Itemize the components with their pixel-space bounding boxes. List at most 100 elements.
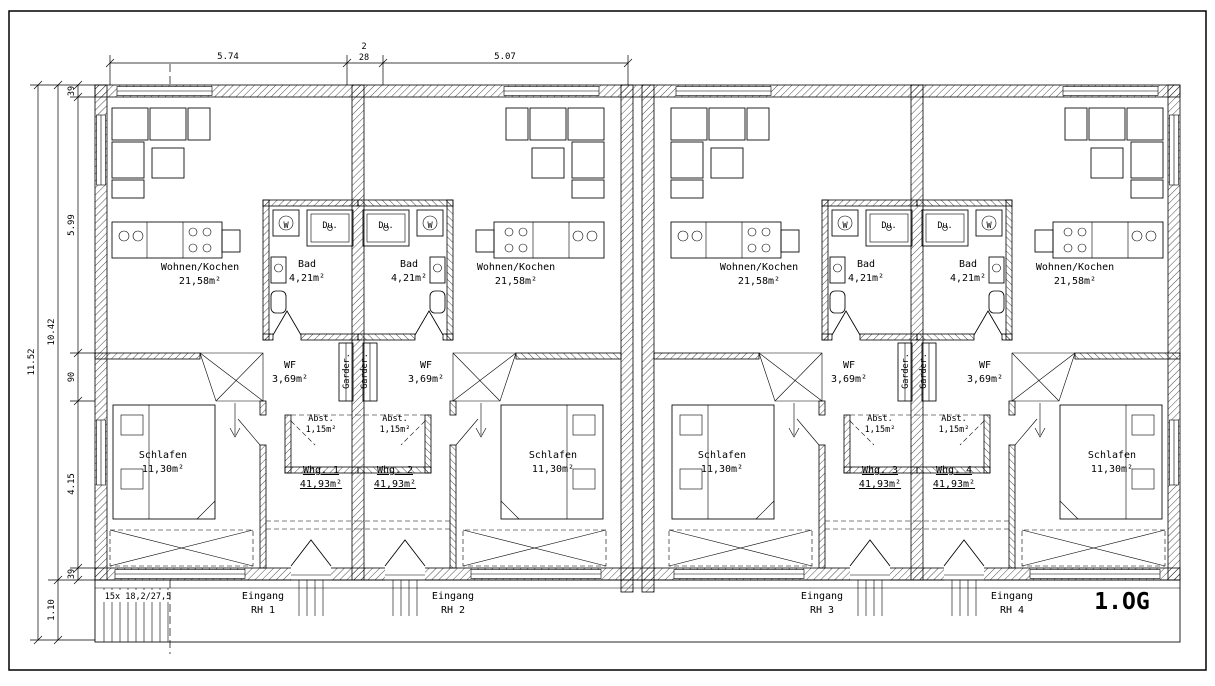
dim-left-seg-1: 39: [67, 86, 77, 96]
shower-label: Du.: [322, 221, 337, 231]
whg-label: Whg. 2: [377, 465, 413, 476]
washer-label: W: [986, 221, 992, 231]
room-label-wf: WF: [420, 360, 432, 371]
room-area-wf: 3,69m²: [967, 374, 1003, 385]
whg-area: 41,93m²: [374, 479, 416, 490]
room-label-schlafen: Schlafen: [698, 450, 746, 461]
room-label-wf: WF: [284, 360, 296, 371]
room-label-schlafen: Schlafen: [529, 450, 577, 461]
dim-top-2-upper: 2: [361, 42, 366, 52]
room-area-schlafen: 11,30m²: [701, 464, 743, 475]
shower-label: Du.: [937, 221, 952, 231]
room-area-bad: 4,21m²: [391, 273, 427, 284]
dim-left-seg-2: 5.99: [67, 214, 77, 236]
room-label-bad: Bad: [298, 259, 316, 270]
room-label-abst: Abst.: [941, 414, 967, 424]
top-exterior-wall: [94, 84, 1181, 98]
garderobe-label: Garder.: [901, 353, 911, 389]
room-label-bad: Bad: [400, 259, 418, 270]
top-windows: [116, 86, 1159, 96]
room-area-abst: 1,15m²: [939, 425, 970, 435]
building-envelope: [94, 84, 1181, 593]
room-label-wf: WF: [979, 360, 991, 371]
garderobe-label: Garder.: [919, 353, 929, 389]
whg-area: 41,93m²: [300, 479, 342, 490]
room-label-bad: Bad: [959, 259, 977, 270]
washer-label: W: [427, 221, 433, 231]
bottom-windows: [114, 569, 1161, 579]
dim-left-seg-3: 90: [67, 372, 77, 382]
unit-3-labels: Wohnen/Kochen 21,58m² Bad 4,21m² W Du. W…: [698, 221, 911, 616]
party-wall-1: [351, 84, 365, 581]
dim-left-seg-4: 4.15: [67, 473, 77, 495]
room-area-wohnen: 21,58m²: [495, 276, 537, 287]
room-area-wohnen: 21,58m²: [738, 276, 780, 287]
side-windows: [96, 114, 1179, 486]
unit-4-labels: Wohnen/Kochen 21,58m² Bad 4,21m² W Du. W…: [919, 221, 1136, 616]
eingang-rh: RH 4: [1000, 605, 1024, 616]
dim-left-seg-5: 39: [67, 569, 77, 579]
entrance-stair-treads: [298, 580, 977, 616]
dimension-top: 5.74 2 28 5.07: [105, 42, 633, 85]
eingang-rh: RH 2: [441, 605, 465, 616]
eingang-label: Eingang: [991, 591, 1033, 602]
whg-label: Whg. 1: [303, 465, 339, 476]
room-label-schlafen: Schlafen: [139, 450, 187, 461]
bottom-exterior-wall: [94, 567, 1181, 581]
dim-top-3: 5.07: [494, 52, 516, 62]
room-label-wohnen: Wohnen/Kochen: [477, 262, 555, 273]
room-label-wohnen: Wohnen/Kochen: [720, 262, 798, 273]
washer-label: W: [283, 221, 289, 231]
room-area-bad: 4,21m²: [848, 273, 884, 284]
room-label-bad: Bad: [857, 259, 875, 270]
unit-2-labels: Wohnen/Kochen 21,58m² Bad 4,21m² W Du. W…: [360, 221, 577, 616]
dim-left-band: 1.10: [47, 599, 57, 621]
eingang-rh: RH 3: [810, 605, 834, 616]
eingang-rh: RH 1: [251, 605, 275, 616]
eingang-label: Eingang: [242, 591, 284, 602]
dim-left-total: 11.52: [27, 348, 37, 375]
room-area-abst: 1,15m²: [865, 425, 896, 435]
room-area-schlafen: 11,30m²: [1091, 464, 1133, 475]
room-label-abst: Abst.: [867, 414, 893, 424]
dimension-left: 11.52 10.42 1.10 39 5.99 90 4.15 39: [27, 80, 95, 645]
room-area-wf: 3,69m²: [831, 374, 867, 385]
room-label-schlafen: Schlafen: [1088, 450, 1136, 461]
room-area-wohnen: 21,58m²: [179, 276, 221, 287]
central-wall-right: [641, 84, 655, 593]
shower-label: Du.: [378, 221, 393, 231]
room-label-abst: Abst.: [382, 414, 408, 424]
garderobe-label: Garder.: [360, 353, 370, 389]
entrance-door-openings: [291, 567, 984, 581]
shower-label: Du.: [881, 221, 896, 231]
room-area-bad: 4,21m²: [950, 273, 986, 284]
room-label-abst: Abst.: [308, 414, 334, 424]
room-label-wohnen: Wohnen/Kochen: [1036, 262, 1114, 273]
bottom-band: 15x 18,2/27,5: [94, 579, 1181, 643]
washer-label: W: [842, 221, 848, 231]
room-area-wf: 3,69m²: [272, 374, 308, 385]
dim-top-1: 5.74: [217, 52, 239, 62]
whg-label: Whg. 4: [936, 465, 972, 476]
room-area-schlafen: 11,30m²: [532, 464, 574, 475]
whg-label: Whg. 3: [862, 465, 898, 476]
room-label-wf: WF: [843, 360, 855, 371]
eingang-label: Eingang: [801, 591, 843, 602]
whg-area: 41,93m²: [933, 479, 975, 490]
exterior-stair-treads: [103, 588, 169, 642]
eingang-label: Eingang: [432, 591, 474, 602]
whg-area: 41,93m²: [859, 479, 901, 490]
room-area-abst: 1,15m²: [380, 425, 411, 435]
room-area-schlafen: 11,30m²: [142, 464, 184, 475]
room-area-wf: 3,69m²: [408, 374, 444, 385]
room-label-wohnen: Wohnen/Kochen: [161, 262, 239, 273]
garderobe-label: Garder.: [342, 353, 352, 389]
unit-1-labels: Wohnen/Kochen 21,58m² Bad 4,21m² W Du. W…: [139, 221, 352, 616]
dim-top-2-lower: 28: [359, 53, 369, 63]
room-area-wohnen: 21,58m²: [1054, 276, 1096, 287]
stair-note: 15x 18,2/27,5: [105, 592, 172, 602]
room-area-abst: 1,15m²: [306, 425, 337, 435]
dim-left-building: 10.42: [47, 318, 57, 345]
